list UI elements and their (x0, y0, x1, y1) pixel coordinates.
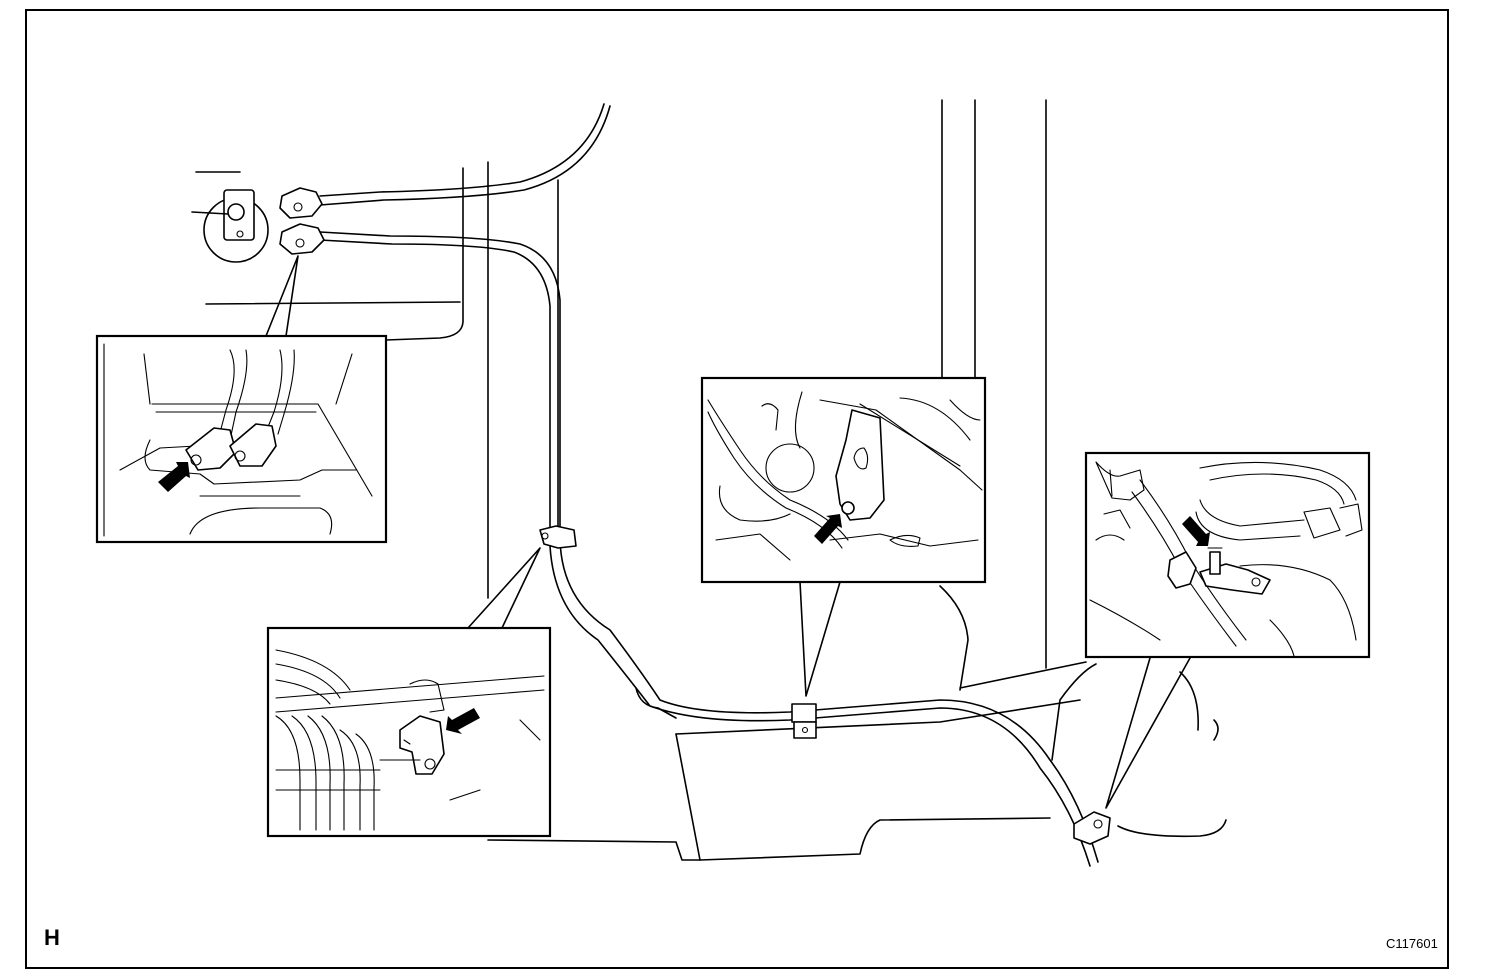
section-letter: H (44, 925, 60, 950)
vehicle-body-lines (205, 99, 1227, 861)
arrow-icon (158, 462, 190, 492)
figure-border (25, 9, 1449, 969)
detail-right (1084, 451, 1371, 659)
cable-equalizer (191, 171, 325, 263)
illustration-code: C117601 (1386, 936, 1438, 951)
arrow-icon (814, 514, 842, 544)
cable-clamps (539, 525, 1111, 845)
arrow-icon (1182, 516, 1210, 546)
brake-cables (319, 103, 1099, 867)
detail-center (700, 376, 987, 584)
callout-leaders (265, 255, 1191, 809)
detail-upper-left (95, 334, 388, 544)
arrow-icon (446, 708, 480, 734)
detail-lower-left (266, 626, 552, 838)
